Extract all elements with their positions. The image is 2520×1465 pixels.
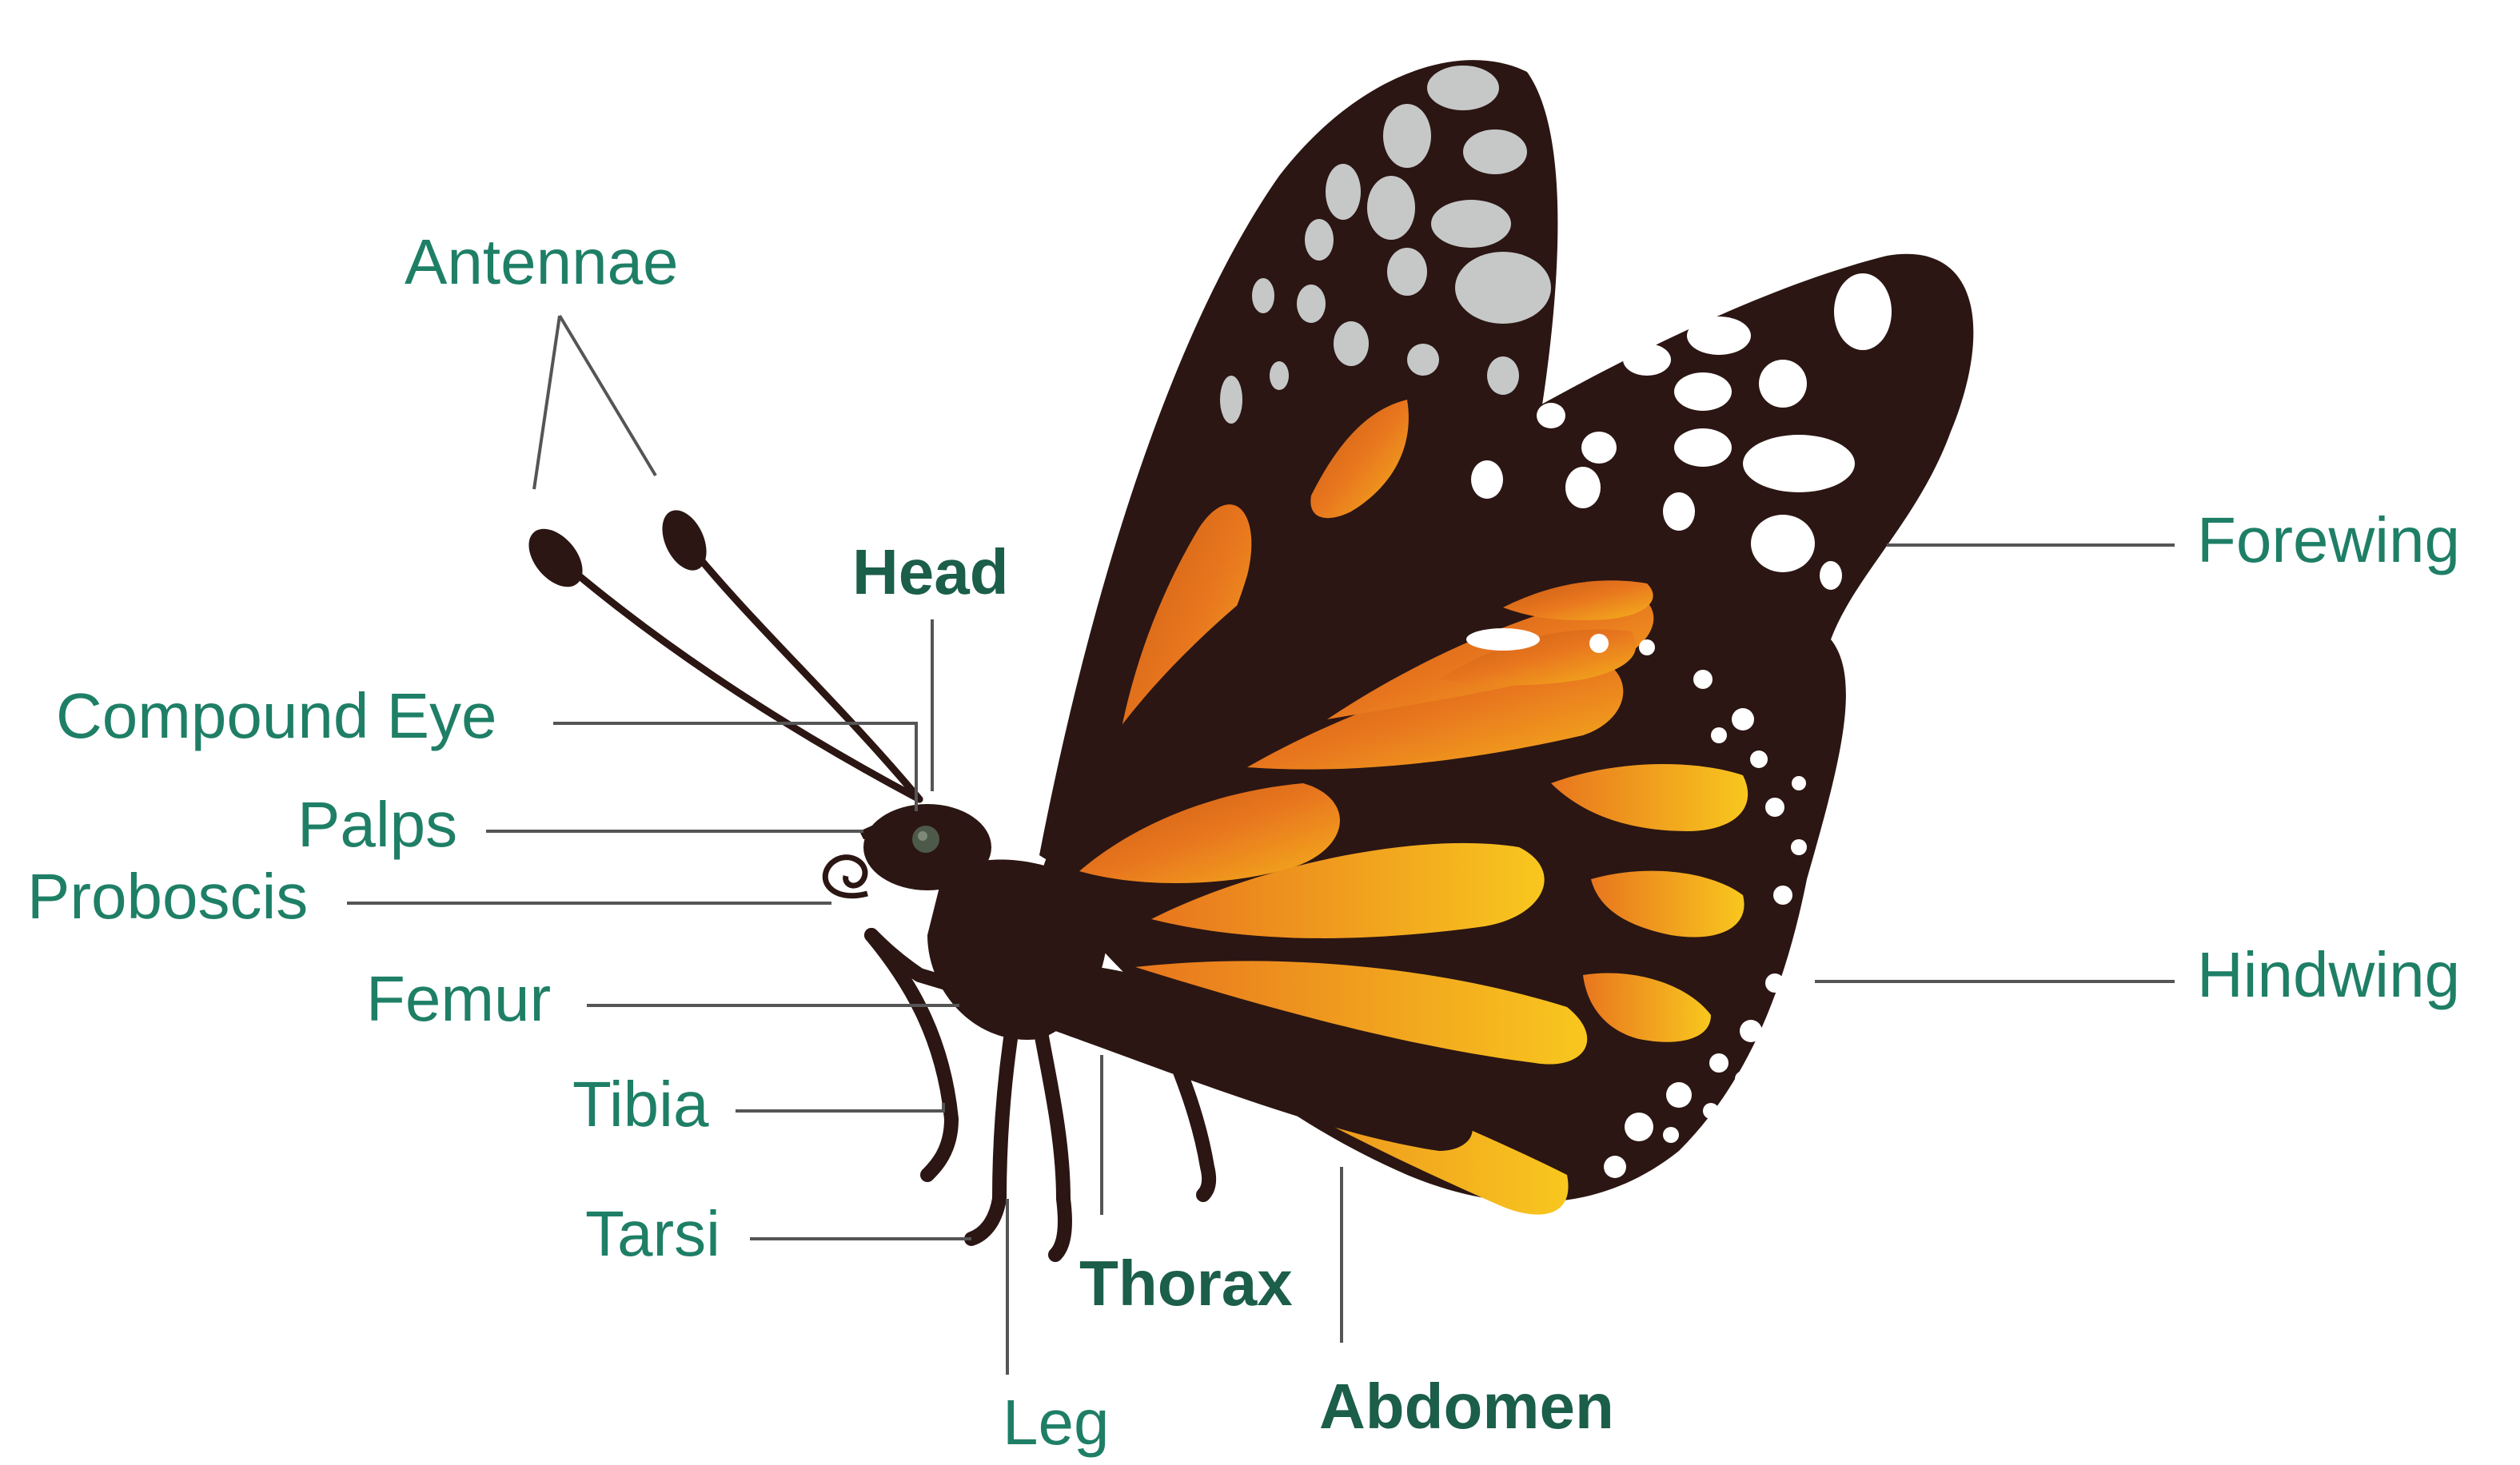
antennae-leader-right: [560, 316, 656, 476]
label-antennae: Antennae: [405, 230, 679, 294]
label-head: Head: [852, 540, 1009, 604]
label-tibia: Tibia: [572, 1073, 708, 1137]
label-hindwing: Hindwing: [2197, 943, 2460, 1007]
label-femur: Femur: [366, 967, 551, 1031]
label-tarsi: Tarsi: [585, 1202, 720, 1266]
label-abdomen: Abdomen: [1319, 1375, 1614, 1439]
label-forewing: Forewing: [2197, 508, 2460, 572]
label-proboscis: Proboscis: [27, 865, 308, 929]
tibia-leader: [736, 1103, 943, 1111]
label-palps: Palps: [297, 793, 457, 857]
label-compound-eye: Compound Eye: [56, 684, 496, 748]
antennae-leader-left: [534, 316, 560, 489]
proboscis-shape: [825, 858, 867, 896]
antenna-clubs: [518, 504, 716, 597]
label-leg: Leg: [1003, 1391, 1109, 1455]
label-thorax: Thorax: [1079, 1252, 1293, 1316]
